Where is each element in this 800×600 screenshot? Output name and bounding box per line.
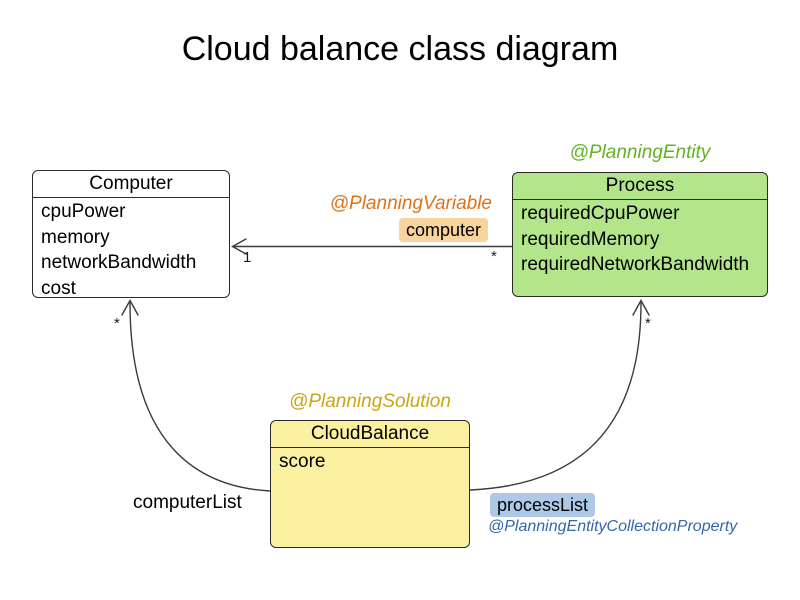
computer-field-memory: memory [41, 226, 110, 248]
cloudbalance-field-score: score [279, 451, 326, 472]
computer-class-title: Computer [33, 171, 229, 198]
cloudbalance-class-fields: score [271, 448, 469, 475]
planning-solution-annotation: @PlanningSolution [289, 391, 451, 412]
multiplicity-one-label: 1 [243, 249, 252, 266]
process-field-requiredmemory: requiredMemory [521, 228, 660, 250]
planning-entity-collection-annotation: @PlanningEntityCollectionProperty [488, 518, 738, 535]
process-list-arrowhead [632, 299, 650, 316]
cloudbalance-class-box: CloudBalance score [270, 420, 470, 548]
processlist-role-label: processList [490, 493, 596, 517]
planning-variable-arrowhead [231, 238, 247, 255]
planning-entity-annotation: @PlanningEntity [569, 142, 711, 163]
computer-field-networkbandwidth: networkBandwidth [41, 252, 197, 273]
process-class-title: Process [513, 173, 767, 200]
computer-list-arrowhead [121, 299, 139, 316]
computer-field-cpupower: cpuPower [41, 201, 126, 222]
multiplicity-star-processlist-label: * [645, 315, 651, 332]
computer-list-connector [129, 302, 271, 492]
process-field-requirednetworkbandwidth: requiredNetworkBandwidth [521, 254, 750, 275]
process-list-connector [469, 302, 642, 491]
cloudbalance-class-title: CloudBalance [271, 421, 469, 448]
process-field-requiredcpupower: requiredCpuPower [521, 203, 680, 224]
computer-class-box: Computer cpuPower memory networkBandwidt… [32, 170, 230, 301]
computer-class-fields: cpuPower memory networkBandwidth cost [33, 198, 229, 301]
planning-variable-annotation: @PlanningVariable [329, 193, 492, 214]
process-class-box: Process requiredCpuPower requiredMemory … [512, 172, 768, 297]
computer-role-label: computer [398, 218, 488, 242]
computerlist-role-label: computerList [133, 492, 242, 513]
computer-field-cost: cost [41, 277, 76, 299]
multiplicity-star-variable-label: * [491, 248, 497, 265]
process-class-fields: requiredCpuPower requiredMemory required… [513, 200, 767, 278]
multiplicity-star-computerlist-label: * [114, 315, 120, 332]
diagram-title: Cloud balance class diagram [181, 30, 619, 68]
